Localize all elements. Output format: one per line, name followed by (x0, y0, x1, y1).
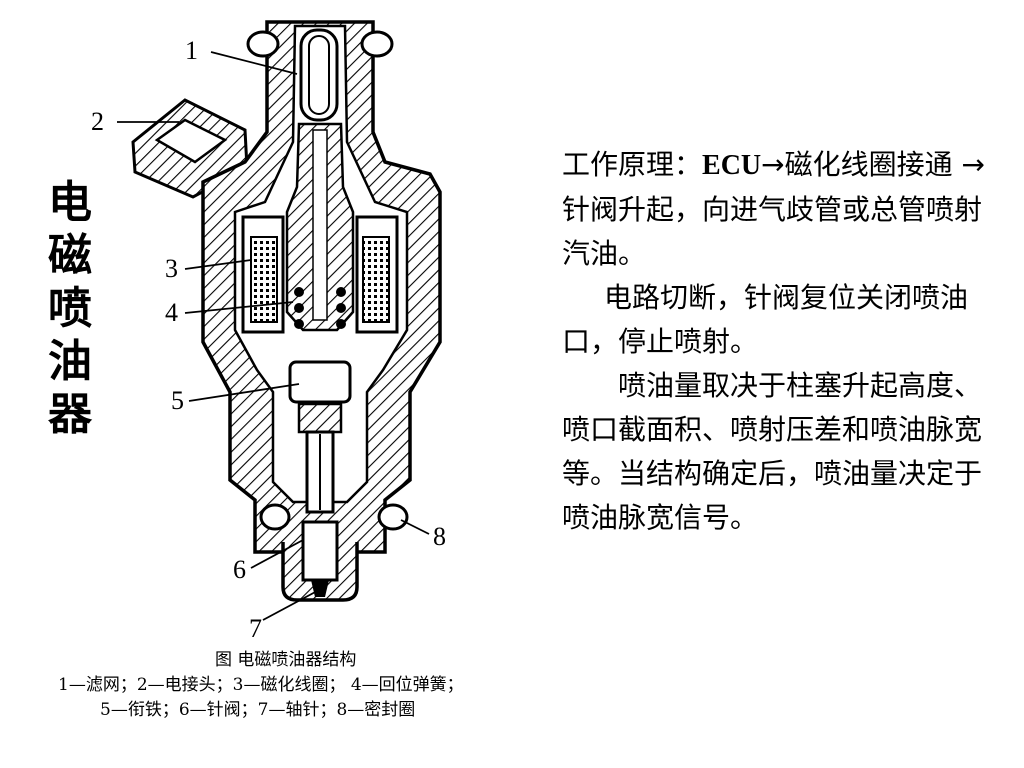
callout-6: 6 (233, 555, 246, 584)
principle-paragraph: 工作原理：ECU→磁化线圈接通 →针阀升起，向进气歧管或总管喷射汽油。 (562, 143, 987, 276)
principle-text: →磁化线圈接通 →针阀升起，向进气歧管或总管喷射汽油。 (562, 148, 985, 270)
caption-title: 图 电磁喷油器结构 (215, 650, 357, 670)
figure-caption: 图 电磁喷油器结构 1—滤网；2—电接头；3—磁化线圈； 4—回位弹簧； 5—衔… (40, 648, 560, 723)
top-o-ring (246, 30, 394, 58)
injection-quantity-paragraph: 喷油量取决于柱塞升起高度、喷口截面积、喷射压差和喷油脉宽等。当结构确定后，喷油量… (562, 369, 983, 534)
nozzle (281, 520, 359, 602)
return-spring (294, 287, 346, 329)
title-char: 器 (48, 389, 92, 440)
injector-diagram: 1 2 3 4 5 6 7 8 (85, 12, 485, 642)
callout-7: 7 (249, 614, 262, 643)
callout-1: 1 (185, 36, 198, 65)
title-char: 油 (48, 336, 92, 387)
bottom-o-ring (259, 503, 409, 531)
circuit-off-paragraph: 电路切断，针阀复位关闭喷油口，停止喷射。 (562, 281, 969, 358)
title-char: 电 (48, 177, 92, 228)
working-principle-text: 工作原理：ECU→磁化线圈接通 →针阀升起，向进气歧管或总管喷射汽油。 电路切断… (562, 143, 987, 540)
callout-8: 8 (433, 522, 446, 551)
leader-lines (117, 51, 430, 621)
principle-label: 工作原理： (562, 148, 703, 181)
callout-3: 3 (165, 254, 178, 283)
magnetizing-coil (241, 215, 399, 334)
ecu-term: ECU (702, 150, 762, 181)
title-char: 喷 (48, 283, 92, 334)
callout-5: 5 (171, 386, 184, 415)
injector-drawing (117, 20, 442, 621)
needle-valve-shaft (305, 430, 335, 514)
armature (288, 360, 352, 434)
vertical-title: 电 磁 喷 油 器 (40, 176, 100, 441)
callout-4: 4 (165, 298, 178, 327)
caption-legend-line-1: 1—滤网；2—电接头；3—磁化线圈； 4—回位弹簧； (58, 675, 464, 695)
caption-legend-line-2: 5—衔铁；6—针阀；7—轴针；8—密封圈 (100, 700, 416, 720)
title-char: 磁 (48, 230, 92, 281)
callout-2: 2 (91, 107, 104, 136)
